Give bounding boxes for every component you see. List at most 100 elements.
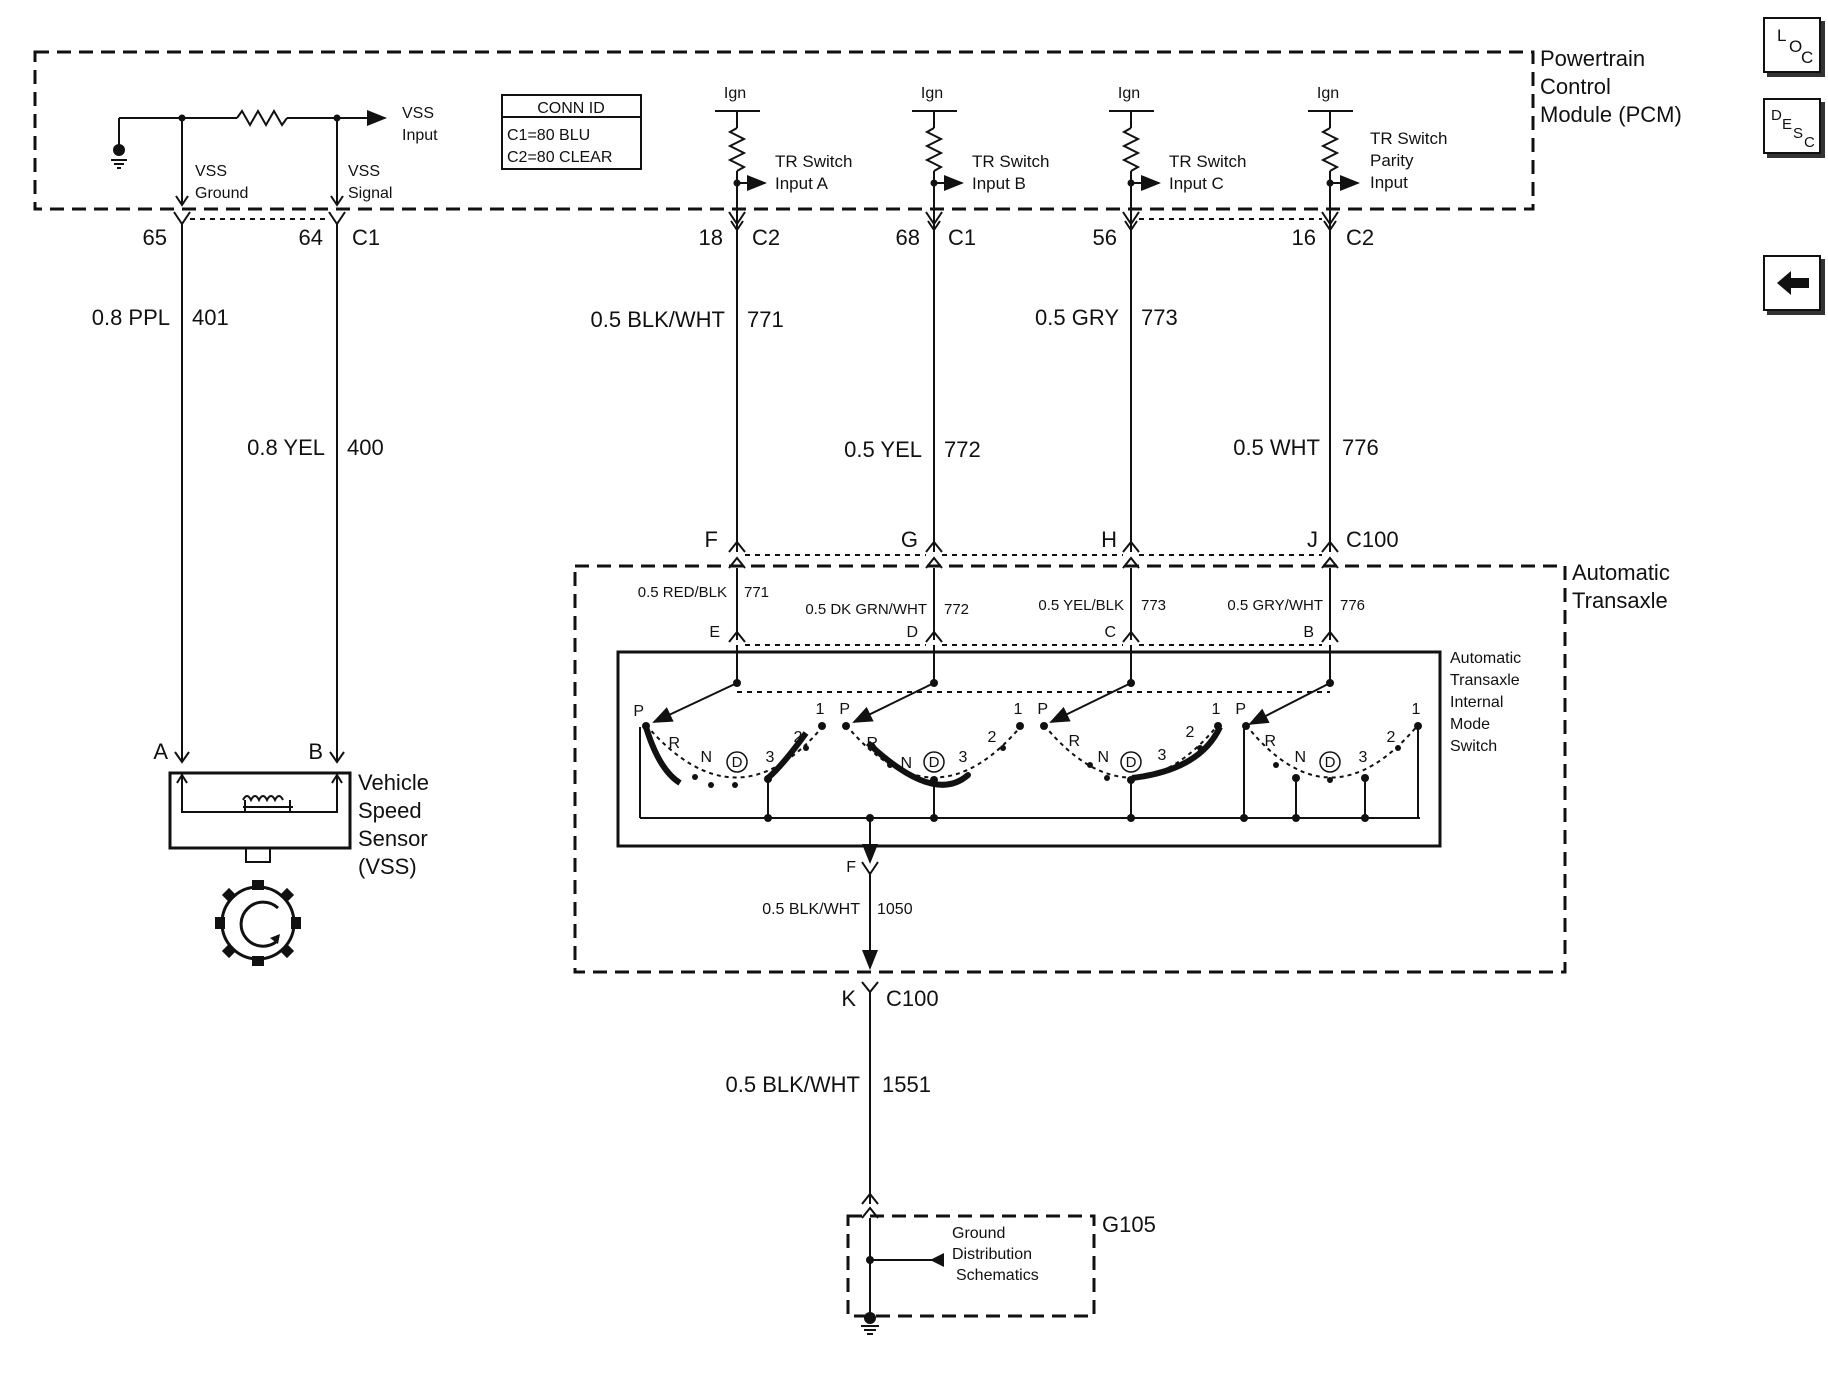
vss-signal-label-2: Signal xyxy=(348,185,392,202)
vss-input-circuit xyxy=(118,108,387,207)
pos-2-2: 2 xyxy=(988,729,997,746)
loc-button[interactable]: L O C xyxy=(1763,17,1821,73)
mode-switch-label-4: Mode xyxy=(1450,716,1490,733)
transaxle-pin-d: D xyxy=(906,624,918,641)
wire-771-label: 0.5 BLK/WHT xyxy=(591,307,725,332)
connector-c1-vss: C1 xyxy=(352,225,380,250)
connector-c2-16: C2 xyxy=(1346,225,1374,250)
vss-input-label-1: VSS xyxy=(402,105,434,122)
pin-56: 56 xyxy=(1093,225,1117,250)
wire-1050 xyxy=(861,874,879,994)
pos-2-1: 2 xyxy=(794,729,803,746)
pos-p-4: P xyxy=(1235,701,1246,718)
loc-letter-o: O xyxy=(1789,37,1802,56)
mode-switch-dots xyxy=(642,679,1422,822)
desc-letter-s: S xyxy=(1793,125,1803,142)
c100-pin-f: F xyxy=(705,527,718,552)
transaxle-wire-776-circuit: 776 xyxy=(1340,597,1365,614)
vss-wires xyxy=(174,224,345,764)
conn-id-box: CONN ID C1=80 BLU C2=80 CLEAR xyxy=(501,94,642,170)
desc-icon: D E S C xyxy=(1771,107,1815,151)
reluctor-wheel-icon xyxy=(215,880,301,966)
back-button[interactable] xyxy=(1763,255,1821,311)
transaxle-wire-776-label: 0.5 GRY/WHT xyxy=(1227,597,1323,614)
wire-1551 xyxy=(861,992,879,1219)
tr-wires-upper xyxy=(736,224,1331,552)
desc-letter-d: D xyxy=(1771,107,1782,124)
transaxle-wire-772-circuit: 772 xyxy=(944,601,969,618)
transaxle-label-1: Automatic xyxy=(1572,560,1670,585)
vss-label-1: Vehicle xyxy=(358,770,429,795)
wire-772-circuit: 772 xyxy=(944,437,981,462)
desc-button[interactable]: D E S C xyxy=(1763,98,1821,154)
pos-p-2: P xyxy=(839,701,850,718)
c100-pin-g: G xyxy=(901,527,918,552)
pos-2-3: 2 xyxy=(1186,724,1195,741)
pcm-connector-forks xyxy=(173,211,1339,226)
pin-18: 18 xyxy=(699,225,723,250)
ground-circuit xyxy=(869,1218,940,1314)
c100-bottom-name: C100 xyxy=(886,986,939,1011)
pcm-box xyxy=(33,50,1535,211)
pos-2-4: 2 xyxy=(1387,729,1396,746)
pos-n-4: N xyxy=(1294,749,1306,766)
pos-1-1: 1 xyxy=(816,701,825,718)
ground-label-3: Schematics xyxy=(956,1267,1039,1284)
tr-a-label-1: TR Switch xyxy=(775,152,852,171)
mode-switch-label-1: Automatic xyxy=(1450,650,1521,667)
pos-3-2: 3 xyxy=(959,749,968,766)
pos-3-4: 3 xyxy=(1359,749,1368,766)
ground-box xyxy=(846,1214,1096,1318)
desc-letter-e: E xyxy=(1782,116,1792,133)
vss-ground-label-1: VSS xyxy=(195,163,227,180)
wire-1050-label: 0.5 BLK/WHT xyxy=(762,901,860,918)
pcm-label-2: Control xyxy=(1540,74,1611,99)
tr-b-label-1: TR Switch xyxy=(972,152,1049,171)
c100-pin-h: H xyxy=(1101,527,1117,552)
wire-776-circuit: 776 xyxy=(1342,435,1379,460)
pin-16: 16 xyxy=(1292,225,1316,250)
pos-d-1: D xyxy=(732,754,743,771)
loc-letter-c: C xyxy=(1801,48,1813,67)
tr-p-label-3: Input xyxy=(1370,173,1408,192)
ground-ref-arrow-icon xyxy=(930,1253,944,1267)
pos-1-2: 1 xyxy=(1014,701,1023,718)
wire-772-label: 0.5 YEL xyxy=(844,437,922,462)
tr-p-label-1: TR Switch xyxy=(1370,129,1447,148)
transaxle-wire-771-label: 0.5 RED/BLK xyxy=(638,584,727,601)
transaxle-pin-e: E xyxy=(709,624,720,641)
conn-id-title: CONN ID xyxy=(537,100,605,117)
conn-id-c2: C2=80 CLEAR xyxy=(507,149,612,166)
wire-401-label: 0.8 PPL xyxy=(92,305,170,330)
ign-label-c: Ign xyxy=(1118,85,1140,102)
ground-label-2: Distribution xyxy=(952,1246,1032,1263)
c100-top-connector xyxy=(728,540,1339,569)
vss-label-4: (VSS) xyxy=(358,854,417,879)
pos-p-3: P xyxy=(1037,701,1048,718)
pos-r-3: R xyxy=(1068,733,1080,750)
wire-776-label: 0.5 WHT xyxy=(1233,435,1320,460)
vss-signal-label-1: VSS xyxy=(348,163,380,180)
loc-letter-l: L xyxy=(1777,26,1786,45)
transaxle-box xyxy=(573,564,1567,974)
pos-r-2: R xyxy=(866,735,878,752)
loc-icon: L O C xyxy=(1777,26,1813,67)
ign-label-p: Ign xyxy=(1317,85,1339,102)
connector-c2-18: C2 xyxy=(752,225,780,250)
pos-3-3: 3 xyxy=(1158,747,1167,764)
connector-c1-68: C1 xyxy=(948,225,976,250)
pos-3-1: 3 xyxy=(766,749,775,766)
c100-pin-j: J xyxy=(1307,527,1318,552)
ign-label-a: Ign xyxy=(724,85,746,102)
c100-top-name: C100 xyxy=(1346,527,1399,552)
transaxle-wire-773-label: 0.5 YEL/BLK xyxy=(1038,597,1124,614)
wire-1551-circuit: 1551 xyxy=(882,1072,931,1097)
wire-401-circuit: 401 xyxy=(192,305,229,330)
pos-n-2: N xyxy=(900,755,912,772)
wire-400-circuit: 400 xyxy=(347,435,384,460)
wire-773-label: 0.5 GRY xyxy=(1035,305,1119,330)
wire-400-label: 0.8 YEL xyxy=(247,435,325,460)
pos-n-3: N xyxy=(1097,749,1109,766)
vss-input-label-2: Input xyxy=(402,127,438,144)
